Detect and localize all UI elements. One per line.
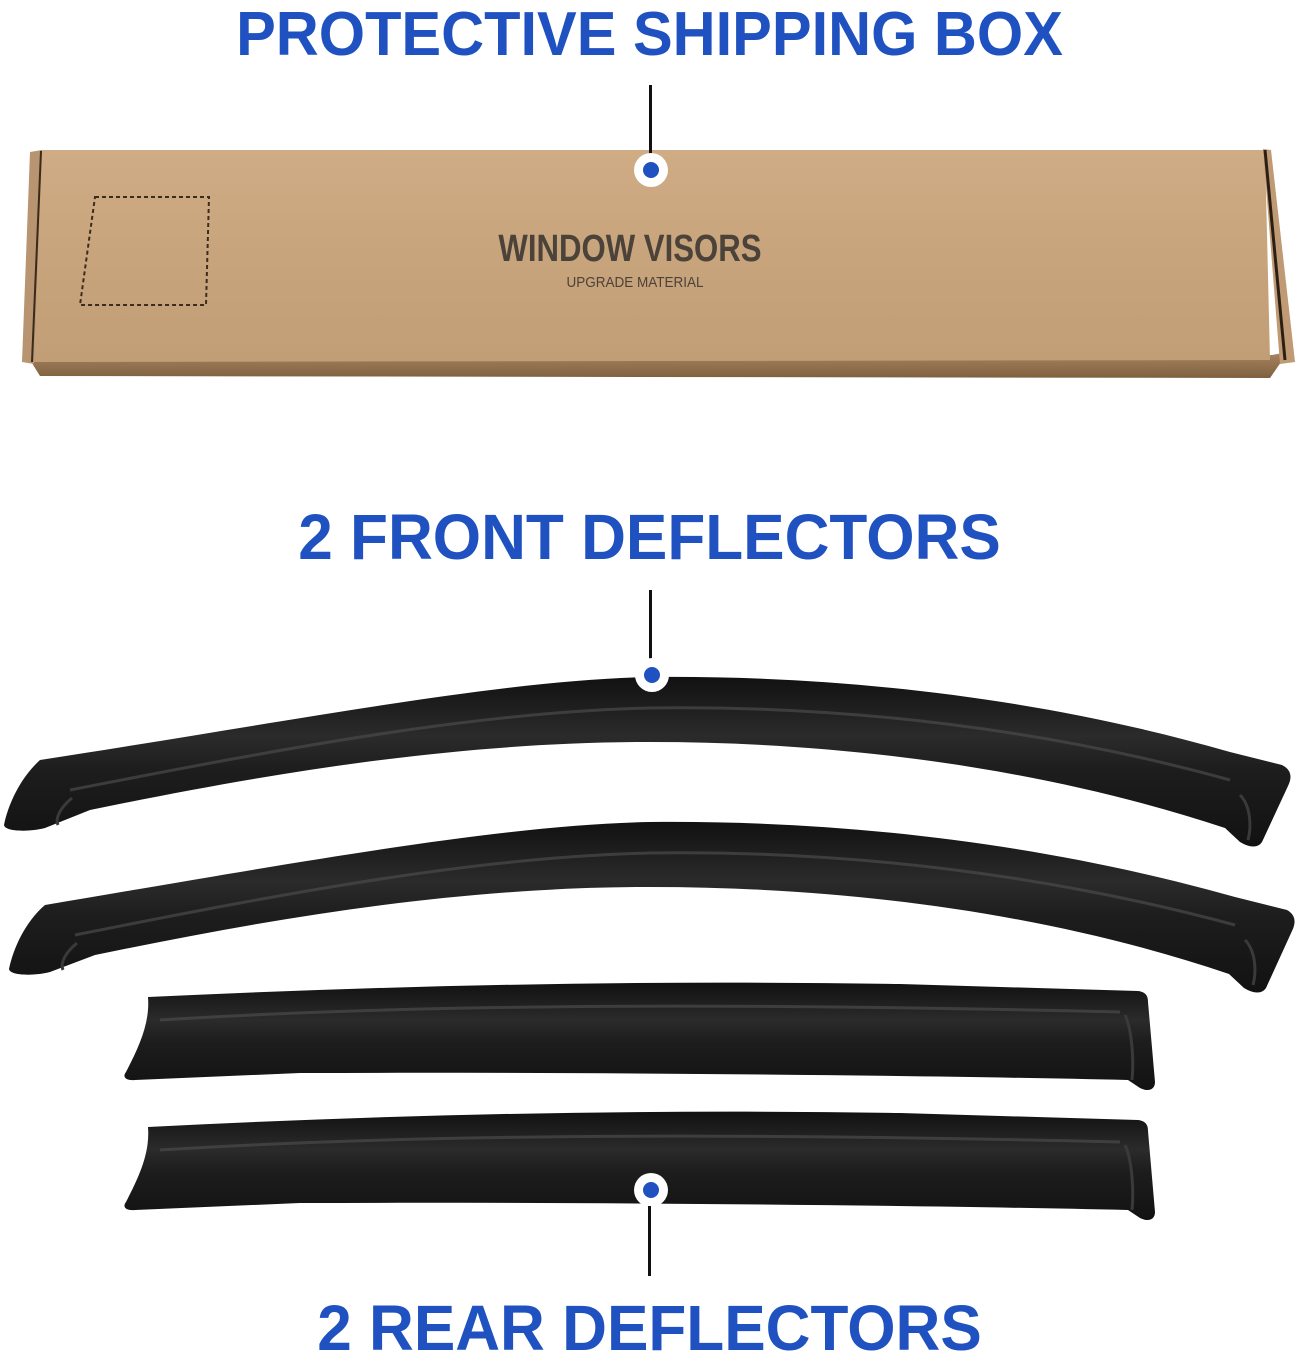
- front-deflector-1: [4, 676, 1291, 847]
- callout-line-front: [649, 590, 652, 660]
- callout-dot-icon-front: [635, 658, 669, 692]
- front-deflector-2: [9, 821, 1295, 993]
- callout-line-rear: [648, 1206, 651, 1276]
- box-print-title: WINDOW VISORS: [498, 228, 762, 270]
- heading-front-deflectors: 2 FRONT DEFLECTORS: [298, 501, 1001, 573]
- callout-dot-icon-box: [634, 153, 668, 187]
- rear-deflector-1: [124, 982, 1156, 1090]
- rear-deflector-2: [124, 1111, 1156, 1220]
- shipping-box: [22, 149, 1295, 378]
- callout-dot-icon-rear: [634, 1173, 668, 1207]
- callout-line-box: [649, 85, 652, 155]
- box-print-subtitle: UPGRADE MATERIAL: [566, 274, 704, 291]
- heading-rear-deflectors: 2 REAR DEFLECTORS: [317, 1292, 982, 1364]
- heading-protective-shipping-box: PROTECTIVE SHIPPING BOX: [236, 0, 1063, 69]
